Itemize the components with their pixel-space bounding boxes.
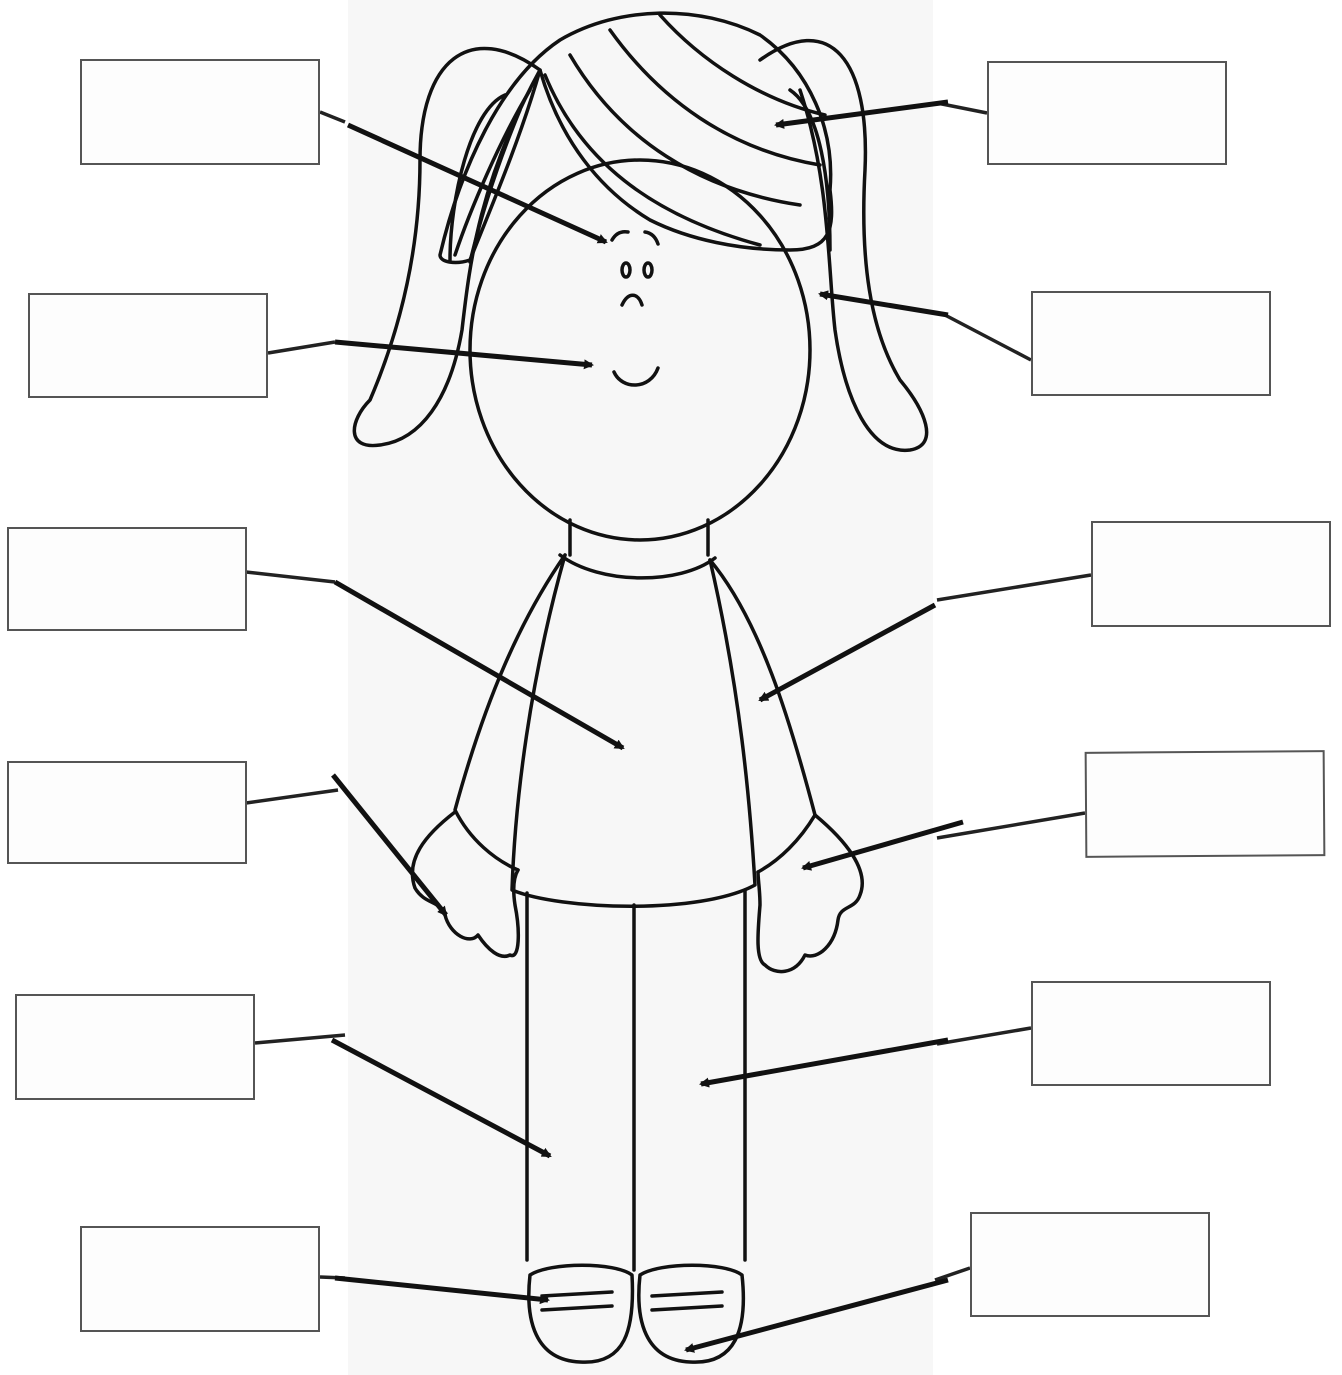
girl-outline [354, 13, 926, 1362]
arrow-leg-left [332, 1040, 550, 1156]
left-eye [622, 263, 630, 277]
right-eyebrow [645, 232, 658, 244]
face-outline [470, 160, 810, 540]
right-sleeve [710, 560, 815, 872]
collar [560, 555, 715, 578]
label-box-leg-left[interactable] [15, 994, 255, 1100]
leader-ear [945, 315, 1031, 360]
arrow-shoe [335, 1278, 548, 1300]
label-box-finger[interactable] [7, 761, 247, 864]
leader-body [246, 572, 335, 582]
label-box-leg-right[interactable] [1031, 981, 1271, 1086]
arrow-arm [760, 605, 935, 700]
right-shoe-strap-2 [652, 1306, 722, 1310]
left-eyebrow [612, 232, 628, 240]
arrow-mouth [335, 342, 592, 365]
left-shoe-strap-1 [542, 1292, 612, 1296]
pointer-lines [246, 102, 1091, 1350]
arrow-finger [333, 775, 446, 915]
leader-finger [246, 790, 338, 803]
arrow-leg-right [701, 1040, 948, 1084]
arrow-hand [803, 822, 963, 868]
label-box-ear[interactable] [1031, 291, 1271, 396]
arrow-ear [820, 294, 948, 315]
leader-eyebrow [320, 112, 345, 122]
label-box-foot[interactable] [970, 1212, 1210, 1317]
left-sleeve [455, 555, 565, 870]
left-shoe-strap-2 [542, 1306, 612, 1310]
leader-mouth [268, 342, 335, 353]
right-hand [758, 815, 862, 972]
arrow-body [335, 582, 623, 748]
label-box-shoe[interactable] [80, 1226, 320, 1332]
mouth [614, 368, 658, 385]
left-shoe [529, 1265, 633, 1362]
arrow-foot [686, 1280, 948, 1350]
label-box-mouth[interactable] [28, 293, 268, 398]
leader-arm [937, 575, 1091, 600]
leader-foot [935, 1268, 970, 1280]
label-box-hand[interactable] [1085, 750, 1326, 858]
right-shoe-strap-1 [652, 1292, 722, 1296]
hair-strand-3 [610, 30, 820, 165]
label-box-eyebrow[interactable] [80, 59, 320, 165]
shirt-body [512, 555, 755, 906]
left-hand [412, 812, 518, 956]
nose [622, 295, 642, 305]
arrow-eyebrow [348, 125, 606, 242]
left-pigtail [354, 48, 540, 445]
label-box-arm[interactable] [1091, 521, 1331, 627]
neck [570, 520, 708, 555]
leader-leg-right [937, 1028, 1031, 1044]
right-eye [644, 263, 652, 277]
label-box-body[interactable] [7, 527, 247, 631]
label-box-hair[interactable] [987, 61, 1227, 165]
